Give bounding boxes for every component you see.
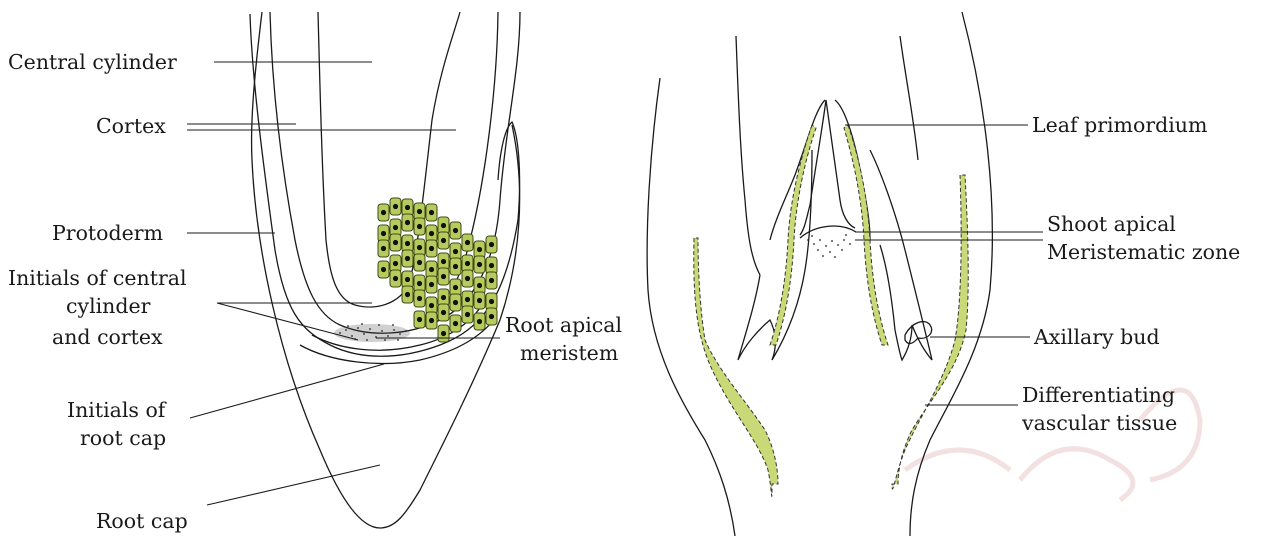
label-axillary-bud: Axillary bud bbox=[1033, 325, 1160, 349]
shoot-meristem-stipple bbox=[807, 234, 851, 258]
cell-nucleus bbox=[417, 224, 422, 229]
shoot-inner-right bbox=[900, 36, 918, 160]
label-initials-central-line3: and cortex bbox=[52, 325, 163, 349]
cell-nucleus bbox=[417, 296, 422, 301]
cell-nucleus bbox=[393, 261, 398, 266]
cell-nucleus bbox=[393, 225, 398, 230]
cell-nucleus bbox=[441, 295, 446, 300]
cell-nucleus bbox=[417, 317, 422, 322]
cell-nucleus bbox=[465, 276, 470, 281]
cell-nucleus bbox=[381, 246, 386, 251]
cell-nucleus bbox=[489, 278, 494, 283]
cell-nucleus bbox=[405, 277, 410, 282]
cell-nucleus bbox=[381, 210, 386, 215]
label-initials-central-line2: cylinder bbox=[66, 294, 151, 318]
vascular-strand-right-inner bbox=[844, 125, 888, 345]
label-shoot-apical-line2: Meristematic zone bbox=[1047, 240, 1240, 264]
cell-nucleus bbox=[441, 259, 446, 264]
label-root-apical-line1: Root apical bbox=[505, 313, 622, 337]
cell-nucleus bbox=[453, 321, 458, 326]
cell-nucleus bbox=[453, 285, 458, 290]
cell-nucleus bbox=[441, 274, 446, 279]
cell-nucleus bbox=[405, 256, 410, 261]
cell-nucleus bbox=[453, 228, 458, 233]
cell-nucleus bbox=[489, 314, 494, 319]
label-diff-vascular-line1: Differentiating bbox=[1022, 383, 1175, 407]
cell-nucleus bbox=[453, 264, 458, 269]
vascular-strand-left-outer bbox=[694, 238, 778, 496]
cell-nucleus bbox=[429, 282, 434, 287]
cell-nucleus bbox=[393, 204, 398, 209]
cell-nucleus bbox=[441, 331, 446, 336]
root-labels: Central cylinder Cortex Protoderm Initia… bbox=[8, 50, 622, 533]
label-diff-vascular-line2: vascular tissue bbox=[1021, 411, 1177, 435]
shoot-labels: Leaf primordium Shoot apical Meristemati… bbox=[1021, 113, 1240, 435]
shoot-apex-drawing bbox=[647, 12, 992, 536]
cell-nucleus bbox=[429, 210, 434, 215]
cell-nucleus bbox=[441, 223, 446, 228]
cell-nucleus bbox=[477, 247, 482, 252]
cell-nucleus bbox=[465, 312, 470, 317]
label-initials-rootcap-line2: root cap bbox=[80, 426, 166, 450]
shoot-inner-left bbox=[736, 36, 760, 275]
cell-nucleus bbox=[417, 209, 422, 214]
cell-nucleus bbox=[429, 231, 434, 236]
shoot-leader-lines bbox=[845, 125, 1043, 405]
cell-nucleus bbox=[441, 310, 446, 315]
label-initials-central-line1: Initials of central bbox=[8, 266, 187, 290]
shoot-outer-left bbox=[647, 78, 735, 536]
cell-nucleus bbox=[393, 240, 398, 245]
cell-nucleus bbox=[429, 246, 434, 251]
leaf-primordium-left bbox=[770, 100, 825, 240]
label-shoot-apical-line1: Shoot apical bbox=[1047, 212, 1176, 236]
cell-nucleus bbox=[489, 263, 494, 268]
cell-nucleus bbox=[381, 267, 386, 272]
cell-nucleus bbox=[405, 292, 410, 297]
cell-nucleus bbox=[405, 220, 410, 225]
cell-nucleus bbox=[429, 318, 434, 323]
cell-nucleus bbox=[489, 242, 494, 247]
cell-nucleus bbox=[429, 303, 434, 308]
root-apical-meristem-stipple bbox=[334, 323, 410, 342]
cell-nucleus bbox=[477, 319, 482, 324]
cell-nucleus bbox=[489, 299, 494, 304]
cell-nucleus bbox=[477, 283, 482, 288]
cell-nucleus bbox=[393, 276, 398, 281]
cell-nucleus bbox=[417, 281, 422, 286]
label-root-cap: Root cap bbox=[96, 509, 188, 533]
cell-nucleus bbox=[405, 205, 410, 210]
cell-nucleus bbox=[453, 300, 458, 305]
label-central-cylinder: Central cylinder bbox=[8, 50, 177, 74]
cell-nucleus bbox=[477, 298, 482, 303]
cell-nucleus bbox=[453, 249, 458, 254]
vascular-strand-right-outer bbox=[892, 175, 968, 489]
label-cortex: Cortex bbox=[96, 114, 166, 138]
label-root-apical-line2: meristem bbox=[520, 341, 618, 365]
root-apex-drawing bbox=[250, 12, 520, 528]
cell-nucleus bbox=[465, 261, 470, 266]
meristem-cell-cluster bbox=[378, 198, 497, 342]
cell-nucleus bbox=[465, 297, 470, 302]
cell-nucleus bbox=[405, 241, 410, 246]
label-protoderm: Protoderm bbox=[52, 221, 163, 245]
cell-nucleus bbox=[465, 240, 470, 245]
label-initials-rootcap-line1: Initials of bbox=[67, 398, 167, 422]
label-leaf-primordium: Leaf primordium bbox=[1032, 113, 1207, 137]
cell-nucleus bbox=[429, 267, 434, 272]
cell-nucleus bbox=[441, 238, 446, 243]
cell-nucleus bbox=[417, 245, 422, 250]
cell-nucleus bbox=[417, 260, 422, 265]
cell-nucleus bbox=[477, 262, 482, 267]
cell-nucleus bbox=[381, 231, 386, 236]
